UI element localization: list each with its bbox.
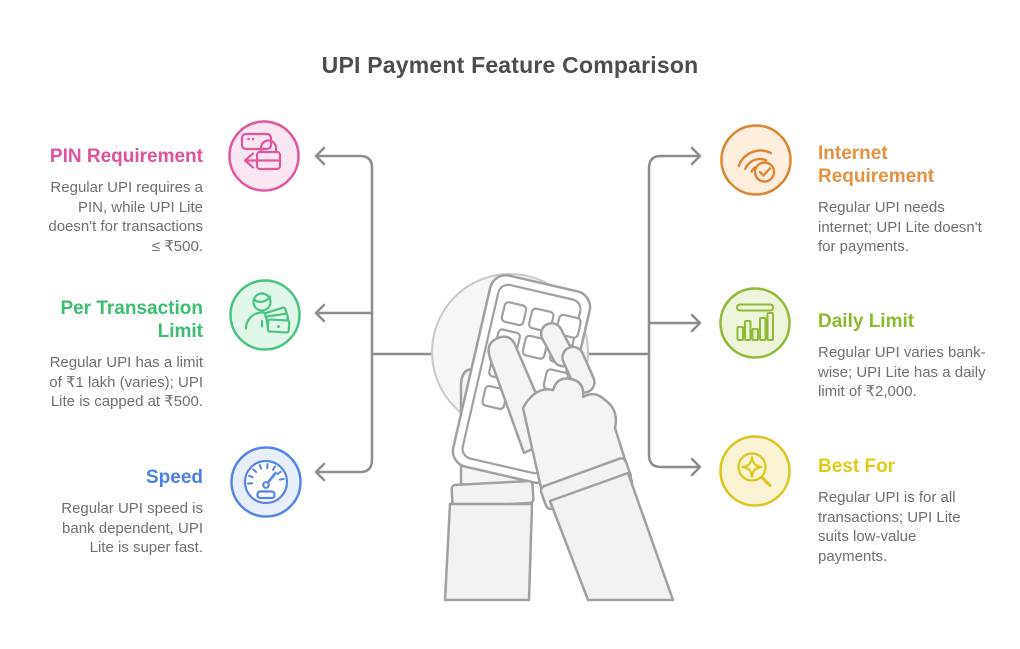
left-top-arrowhead (314, 146, 326, 166)
left-bottom-arrowhead (314, 462, 326, 482)
right-middle-arrowhead (690, 313, 702, 333)
magnifier-star-icon (718, 434, 792, 508)
sleeves (443, 457, 675, 602)
feature-heading: PIN Requirement (49, 146, 203, 167)
feature-daily-limit: Daily Limit Regular UPI varies bank- wis… (818, 310, 1014, 402)
feature-heading: Per Transaction Limit (60, 298, 203, 342)
feature-heading: Internet Requirement (818, 143, 935, 187)
wifi-check-icon (719, 123, 793, 197)
feature-description: Regular UPI requires a PIN, while UPI Li… (48, 179, 203, 255)
bar-chart-limit-icon (718, 286, 792, 360)
hands-tapping-phone-keypad (431, 273, 675, 602)
left-top-branch (315, 154, 374, 356)
feature-pin-requirement: PIN Requirement Regular UPI requires a P… (0, 145, 203, 256)
feature-description: Regular UPI speed is bank dependent, UPI… (61, 500, 203, 556)
feature-description: Regular UPI is for all transactions; UPI… (818, 489, 961, 565)
feature-internet-requirement: Internet Requirement Regular UPI needs i… (818, 142, 1014, 257)
right-bottom-arrowhead (690, 457, 702, 477)
feature-heading: Speed (145, 467, 203, 488)
right-bottom-branch (647, 352, 701, 469)
feature-description: Regular UPI varies bank- wise; UPI Lite … (818, 344, 986, 400)
feature-best-for: Best For Regular UPI is for all transact… (818, 455, 1014, 566)
left-bottom-branch (315, 352, 374, 474)
person-money-icon (228, 278, 302, 352)
feature-per-transaction-limit: Per Transaction Limit Regular UPI has a … (0, 297, 203, 412)
feature-description: Regular UPI has a limit of ₹1 lakh (vari… (49, 354, 203, 410)
pin-lock-icon (227, 119, 301, 193)
feature-heading: Daily Limit (818, 311, 915, 332)
left-middle-arrowhead (314, 303, 326, 323)
page-title: UPI Payment Feature Comparison (321, 52, 699, 78)
feature-speed: Speed Regular UPI speed is bank dependen… (0, 466, 203, 558)
right-top-arrowhead (690, 146, 702, 166)
feature-description: Regular UPI needs internet; UPI Lite doe… (818, 199, 982, 255)
right-top-branch (647, 154, 701, 356)
speedometer-icon (229, 445, 303, 519)
feature-heading: Best For (818, 456, 896, 477)
